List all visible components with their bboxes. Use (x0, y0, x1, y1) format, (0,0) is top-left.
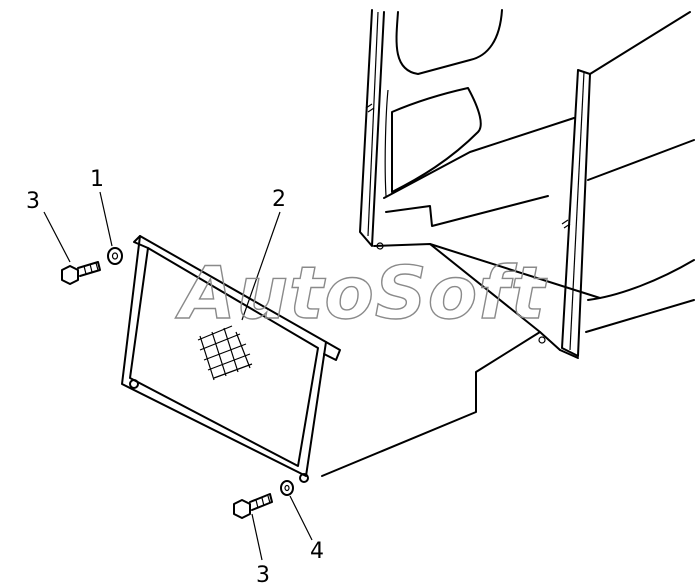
leader-lines (43, 191, 313, 561)
callout-2: 2 (272, 187, 286, 212)
washer-top (107, 247, 123, 265)
filter-panel (121, 235, 341, 483)
bolt-top (61, 261, 101, 285)
callout-4: 4 (310, 539, 324, 564)
bolt-bottom (233, 493, 273, 519)
callout-3-bottom: 3 (256, 563, 270, 586)
callout-1: 1 (90, 167, 104, 192)
autosoft-watermark: AutoSoft (175, 251, 548, 335)
washer-bottom (280, 480, 294, 496)
callout-3-top: 3 (26, 189, 40, 214)
cab-frame (321, 9, 695, 477)
mesh-patch (197, 325, 253, 381)
